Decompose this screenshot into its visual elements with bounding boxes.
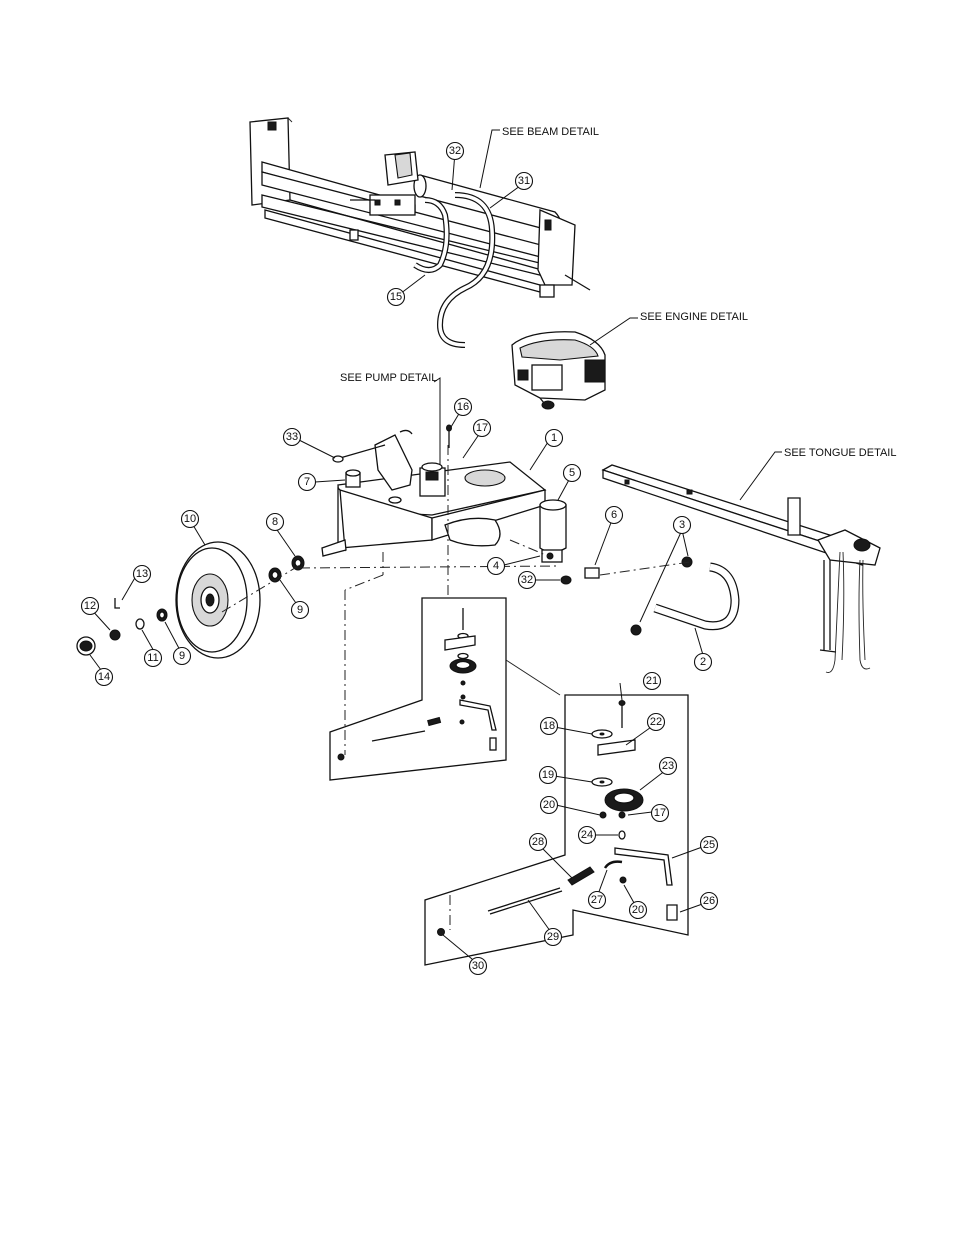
svg-text:14: 14 — [98, 671, 110, 683]
svg-text:28: 28 — [532, 836, 544, 848]
callout-32a: 32 — [447, 143, 464, 160]
callout-32b: 32 — [519, 572, 536, 589]
svg-text:15: 15 — [390, 291, 402, 303]
callout-8: 8 — [267, 514, 284, 531]
svg-text:22: 22 — [650, 716, 662, 728]
svg-text:7: 7 — [304, 476, 310, 488]
callout-18: 18 — [541, 718, 558, 735]
callout-27: 27 — [589, 892, 606, 909]
svg-text:33: 33 — [286, 431, 298, 443]
svg-text:20: 20 — [632, 904, 644, 916]
svg-text:1: 1 — [551, 432, 557, 444]
svg-text:17: 17 — [476, 422, 488, 434]
callout-1: 1 — [546, 430, 563, 447]
callout-16: 16 — [455, 399, 472, 416]
callout-2: 2 — [695, 654, 712, 671]
callout-5: 5 — [564, 465, 581, 482]
filter-fittings — [540, 500, 599, 584]
svg-text:2: 2 — [700, 656, 706, 668]
callout-17b: 17 — [652, 805, 669, 822]
callout-22: 22 — [648, 714, 665, 731]
note-tongue: SEE TONGUE DETAIL — [784, 447, 896, 459]
svg-text:18: 18 — [543, 720, 555, 732]
svg-text:23: 23 — [662, 760, 674, 772]
idler-detail-small — [330, 598, 560, 780]
svg-text:24: 24 — [581, 829, 593, 841]
callout-13: 13 — [134, 566, 151, 583]
callout-9b: 9 — [174, 648, 191, 665]
callout-6: 6 — [606, 507, 623, 524]
svg-text:31: 31 — [518, 175, 530, 187]
callout-3: 3 — [674, 517, 691, 534]
callout-25: 25 — [701, 837, 718, 854]
callout-7: 7 — [299, 474, 316, 491]
svg-text:26: 26 — [703, 895, 715, 907]
note-pump: SEE PUMP DETAIL — [340, 372, 437, 384]
svg-text:25: 25 — [703, 839, 715, 851]
svg-text:27: 27 — [591, 894, 603, 906]
svg-text:11: 11 — [147, 652, 158, 664]
callout-23: 23 — [660, 758, 677, 775]
callout-31: 31 — [516, 173, 533, 190]
callout-leaders — [90, 152, 708, 964]
svg-text:21: 21 — [646, 675, 658, 687]
callout-4: 4 — [488, 558, 505, 575]
callout-15: 15 — [388, 289, 405, 306]
svg-text:30: 30 — [472, 960, 484, 972]
svg-text:17: 17 — [654, 807, 666, 819]
callout-29: 29 — [545, 929, 562, 946]
svg-text:9: 9 — [179, 650, 185, 662]
svg-text:10: 10 — [184, 513, 196, 525]
callout-24: 24 — [579, 827, 596, 844]
callout-11: 11 — [145, 650, 162, 667]
svg-text:6: 6 — [611, 509, 617, 521]
svg-text:32: 32 — [449, 145, 461, 157]
callout-20a: 20 — [541, 797, 558, 814]
note-beam: SEE BEAM DETAIL — [502, 126, 599, 138]
idler-detail-large — [425, 695, 688, 965]
callout-26: 26 — [701, 893, 718, 910]
callout-33: 33 — [284, 429, 301, 446]
svg-text:20: 20 — [543, 799, 555, 811]
engine — [512, 332, 605, 409]
callout-17a: 17 — [474, 420, 491, 437]
svg-text:9: 9 — [297, 604, 303, 616]
svg-text:16: 16 — [457, 401, 469, 413]
callout-14: 14 — [96, 669, 113, 686]
callout-30: 30 — [470, 958, 487, 975]
callout-19: 19 — [540, 767, 557, 784]
tank-base — [322, 425, 545, 556]
wheel — [176, 542, 260, 658]
svg-text:8: 8 — [272, 516, 278, 528]
callout-21: 21 — [644, 673, 661, 690]
svg-text:32: 32 — [521, 574, 533, 586]
svg-text:3: 3 — [679, 519, 685, 531]
svg-text:19: 19 — [542, 769, 554, 781]
svg-text:13: 13 — [136, 568, 148, 580]
svg-text:12: 12 — [84, 600, 96, 612]
callout-20b: 20 — [630, 902, 647, 919]
svg-text:29: 29 — [547, 931, 559, 943]
svg-text:5: 5 — [569, 467, 575, 479]
svg-text:4: 4 — [493, 560, 499, 572]
note-engine: SEE ENGINE DETAIL — [640, 311, 748, 323]
callout-28: 28 — [530, 834, 547, 851]
callout-10: 10 — [182, 511, 199, 528]
callout-12: 12 — [82, 598, 99, 615]
callout-9a: 9 — [292, 602, 309, 619]
